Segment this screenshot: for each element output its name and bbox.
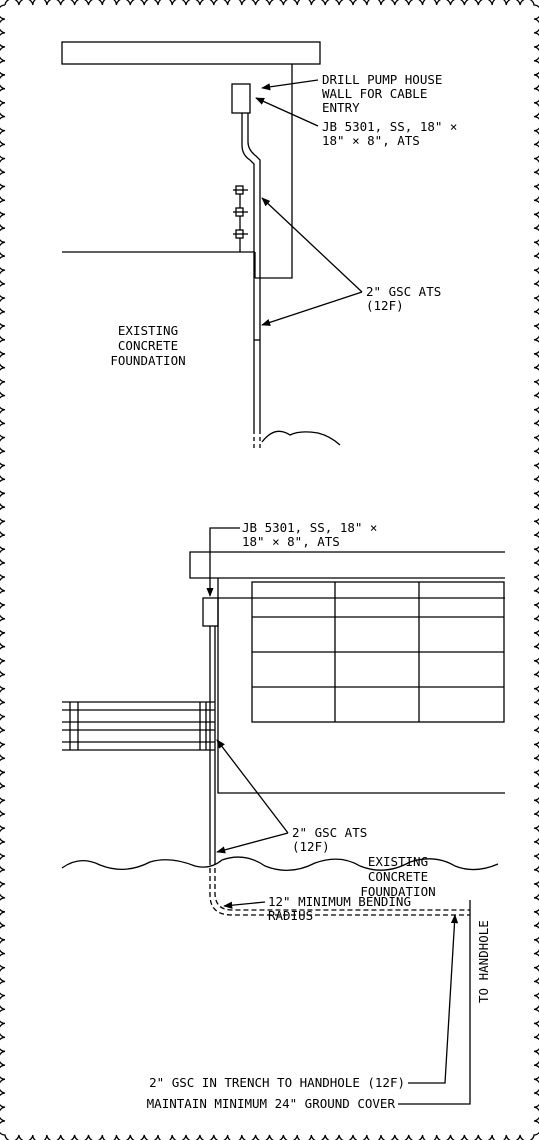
leader-conduit-top-1 (261, 197, 363, 293)
leader-jb-bottom (206, 527, 240, 597)
pump-house-wall (255, 64, 293, 279)
leader-cover (398, 925, 471, 1105)
callout-jb-top-line2: 18" × 8", ATS (322, 133, 420, 148)
callout-jb-top-line1: JB 5301, SS, 18" × (322, 119, 457, 134)
leader-wall (261, 79, 319, 91)
callout-bend-line2: RADIUS (268, 908, 313, 923)
leader-bend (223, 901, 266, 909)
to-handhole-label: TO HANDHOLE (476, 920, 491, 1003)
junction-box-bottom (202, 597, 219, 627)
leader-conduit-bottom-2 (216, 832, 289, 854)
callout-conduit-bottom-line2: (12F) (292, 839, 330, 854)
conduit-support-top (233, 185, 248, 252)
note-trench: 2" GSC IN TRENCH TO HANDHOLE (12F) (149, 1075, 405, 1090)
callout-bend-line1: 12" MINIMUM BENDING (268, 894, 411, 909)
junction-box-top (231, 83, 251, 114)
leader-conduit-bottom-1 (216, 739, 289, 834)
callout-jb-bottom-line1: JB 5301, SS, 18" × (242, 520, 377, 535)
conduit-top (241, 113, 255, 430)
top-detail (61, 41, 363, 450)
leader-conduit-top-2 (261, 291, 363, 326)
note-cover: MAINTAIN MINIMUM 24" GROUND COVER (147, 1096, 396, 1111)
foundation-label-bottom-line1: EXISTING (368, 854, 428, 869)
building-wall-bottom (217, 578, 505, 794)
break-line-top (261, 430, 341, 446)
foundation-label-top-line2: CONCRETE (118, 338, 178, 353)
railing (62, 701, 215, 751)
roof-slab-bottom (189, 551, 505, 579)
foundation-label-bottom-line2: CONCRETE (368, 869, 428, 884)
window-grid (251, 581, 505, 723)
buried-conduit (209, 860, 470, 916)
roof-slab-top (61, 41, 321, 65)
leader-jb-top (255, 97, 319, 127)
callout-conduit-top-line2: (12F) (366, 298, 404, 313)
callout-conduit-bottom-line1: 2" GSC ATS (292, 825, 367, 840)
ground-line (61, 856, 499, 871)
callout-conduit-top-line1: 2" GSC ATS (366, 284, 441, 299)
callout-wall-line2: WALL FOR CABLE (322, 86, 427, 101)
foundation-label-top-line1: EXISTING (118, 323, 178, 338)
bottom-detail (61, 527, 505, 1105)
foundation-label-top-line3: FOUNDATION (110, 353, 185, 368)
callout-wall-line1: DRILL PUMP HOUSE (322, 72, 442, 87)
leader-trench (408, 914, 459, 1084)
callout-jb-bottom-line2: 18" × 8", ATS (242, 534, 340, 549)
callout-wall-line3: ENTRY (322, 100, 360, 115)
foundation-label-bottom-line3: FOUNDATION (360, 884, 435, 899)
